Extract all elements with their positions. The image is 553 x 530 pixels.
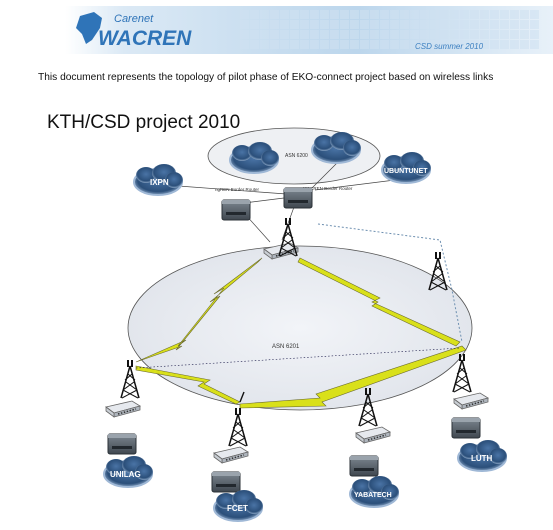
unilag-label: UNILAG — [110, 470, 141, 479]
ubuntunet-label: UBUNTUNET — [384, 168, 428, 175]
tower-fcet — [228, 407, 248, 447]
luth-label: LUTH — [471, 454, 493, 463]
ixpn-cloud: IXPN — [133, 163, 184, 196]
diagram-title: KTH/CSD project 2010 — [47, 112, 241, 133]
link-marker — [239, 391, 245, 403]
fcet-label: FCET — [227, 504, 248, 513]
switch-luth — [453, 392, 489, 410]
router-fcet — [211, 471, 241, 493]
dotted-uplink — [317, 223, 463, 343]
router-unilag — [107, 433, 137, 455]
fcet-cloud: FCET — [213, 489, 264, 522]
intro-text: This document represents the topology of… — [38, 72, 494, 83]
wireless-links — [135, 257, 467, 409]
ngren-border-router — [221, 199, 251, 221]
ring-asn-label: ASN 6201 — [272, 344, 300, 350]
ring-network-ellipse — [127, 245, 473, 411]
router-yabatech — [349, 455, 379, 477]
ubuntunet-cloud: UBUNTUNET — [381, 151, 432, 184]
tower-unilag — [120, 359, 140, 399]
africa-icon — [76, 12, 102, 44]
core-asn-label: ASN 6200 — [285, 153, 308, 159]
header-banner: Carenet WACREN CSD summer 2010 — [65, 6, 553, 54]
switch-yabatech — [355, 426, 391, 444]
logo-main-text: WACREN — [98, 27, 192, 50]
switch-fcet — [213, 446, 249, 464]
router-luth — [451, 417, 481, 439]
dotted-link — [135, 347, 461, 369]
unilag-cloud: UNILAG — [103, 455, 154, 488]
wacren-router-label: WACREN Border Router — [303, 186, 353, 191]
ixpn-label: IXPN — [150, 178, 169, 187]
logo-top-text: Carenet — [114, 13, 154, 25]
wacren-border-router — [283, 187, 313, 209]
yabatech-label: YABATECH — [354, 492, 392, 499]
switch-unilag — [105, 400, 141, 418]
yabatech-cloud: YABATECH — [349, 475, 400, 508]
ngren-router-label: ngREN Border Router — [215, 187, 260, 192]
banner-tagline: CSD summer 2010 — [415, 42, 484, 51]
luth-cloud: LUTH — [457, 439, 508, 472]
